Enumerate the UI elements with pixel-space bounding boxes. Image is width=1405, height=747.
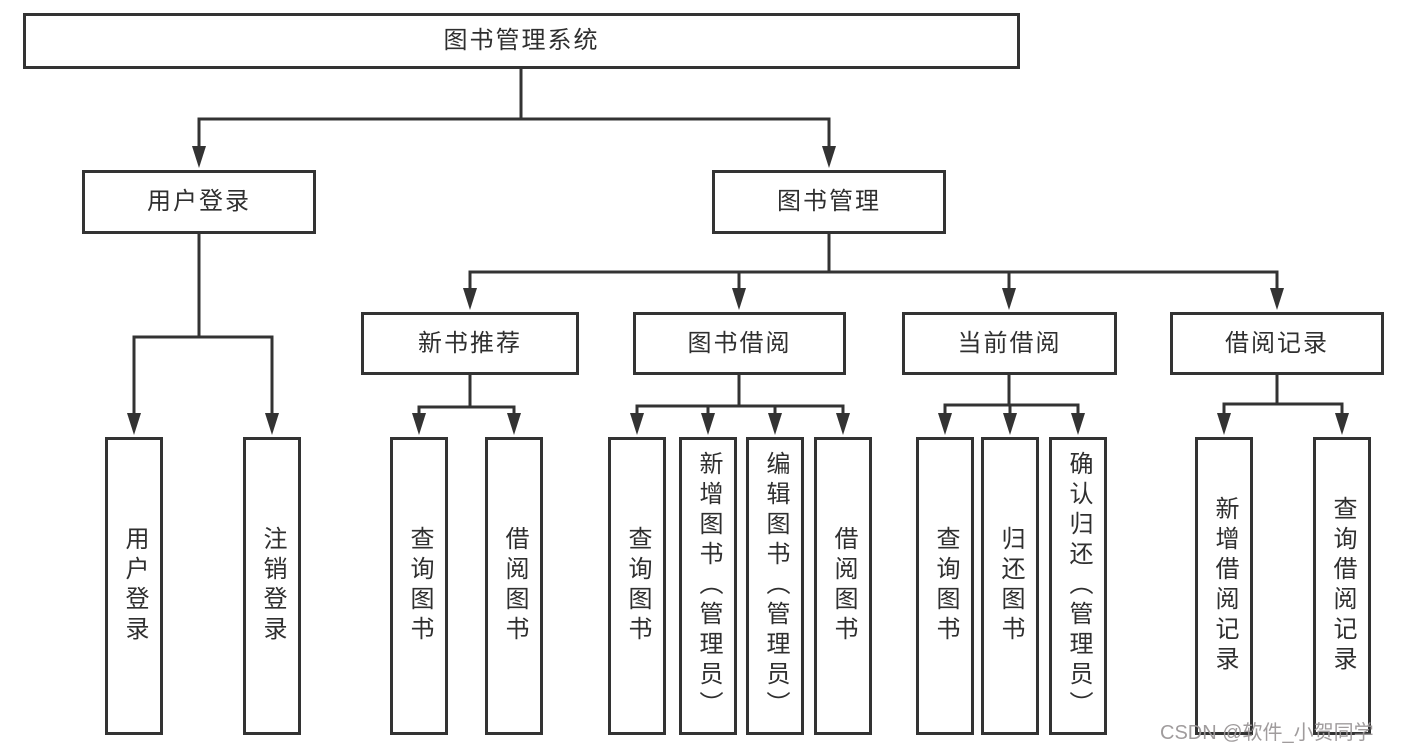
arrowhead	[507, 413, 521, 435]
arrowhead	[938, 413, 952, 435]
node-borrow-records: 借阅记录	[1170, 312, 1384, 375]
leaf-query-books-recommend: 查询图书	[390, 437, 448, 735]
arrowhead	[412, 413, 426, 435]
node-label: 查询借阅记录	[1329, 496, 1356, 676]
node-label: 确认归还（管理员）	[1065, 451, 1092, 721]
arrowhead	[127, 413, 141, 435]
node-current-borrow: 当前借阅	[902, 312, 1117, 375]
arrowhead	[732, 288, 746, 310]
leaf-borrow-books-recommend: 借阅图书	[485, 437, 543, 735]
node-label: 当前借阅	[957, 329, 1062, 357]
node-user-login: 用户登录	[82, 170, 316, 234]
node-label: 编辑图书（管理员）	[762, 451, 789, 721]
arrowhead	[192, 146, 206, 168]
leaf-logout-login: 注销登录	[243, 437, 301, 735]
node-label: 注销登录	[259, 526, 286, 646]
leaf-add-borrow-record: 新增借阅记录	[1195, 437, 1253, 735]
node-label: 查询图书	[624, 526, 651, 646]
node-label: 借阅图书	[501, 526, 528, 646]
node-new-book-recommend: 新书推荐	[361, 312, 579, 375]
arrowhead	[1002, 288, 1016, 310]
node-label: 借阅记录	[1225, 329, 1329, 357]
node-label: 新增图书（管理员）	[695, 451, 722, 721]
arrowhead	[463, 288, 477, 310]
node-label: 图书管理	[777, 188, 881, 215]
node-label: 图书借阅	[687, 329, 792, 357]
node-label: 用户登录	[121, 526, 148, 646]
leaf-borrow-books: 借阅图书	[814, 437, 872, 735]
arrowhead	[265, 413, 279, 435]
leaf-confirm-return-admin: 确认归还（管理员）	[1049, 437, 1107, 735]
leaf-query-borrow-record: 查询借阅记录	[1313, 437, 1371, 735]
arrowhead	[822, 146, 836, 168]
arrowhead	[1270, 288, 1284, 310]
node-label: 新增借阅记录	[1211, 496, 1238, 676]
node-label: 新书推荐	[418, 329, 522, 357]
leaf-add-book-admin: 新增图书（管理员）	[679, 437, 737, 735]
leaf-return-book: 归还图书	[981, 437, 1039, 735]
arrowhead	[836, 413, 850, 435]
node-label: 查询图书	[406, 526, 433, 646]
arrowhead	[630, 413, 644, 435]
node-label: 查询图书	[932, 526, 959, 646]
leaf-user-login: 用户登录	[105, 437, 163, 735]
arrowhead	[1071, 413, 1085, 435]
arrowhead	[768, 413, 782, 435]
node-book-management: 图书管理	[712, 170, 946, 234]
node-book-borrow: 图书借阅	[633, 312, 846, 375]
node-label: 归还图书	[997, 526, 1024, 646]
csdn-watermark: CSDN @软件_小贺同学	[1160, 722, 1374, 744]
node-root-system: 图书管理系统	[23, 13, 1020, 69]
arrowhead	[1335, 413, 1349, 435]
leaf-query-books-current: 查询图书	[916, 437, 974, 735]
leaf-query-books-borrow: 查询图书	[608, 437, 666, 735]
leaf-edit-book-admin: 编辑图书（管理员）	[746, 437, 804, 735]
node-label: 用户登录	[147, 188, 251, 215]
arrowhead	[1217, 413, 1231, 435]
node-label: 图书管理系统	[443, 27, 600, 54]
arrowhead	[701, 413, 715, 435]
node-label: 借阅图书	[830, 526, 857, 646]
arrowhead	[1003, 413, 1017, 435]
